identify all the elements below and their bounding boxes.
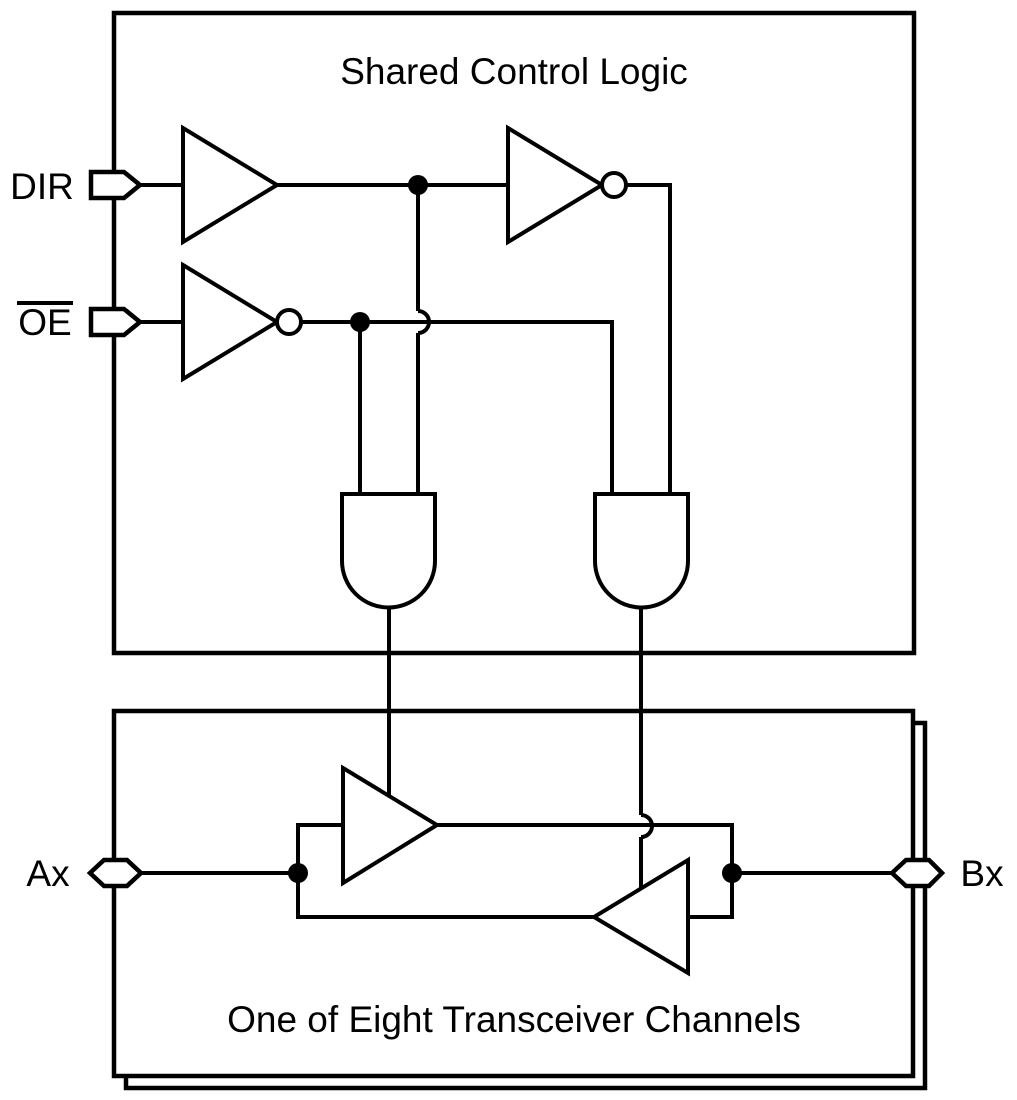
oe-inverter-bubble <box>275 308 303 336</box>
wires <box>140 183 892 919</box>
b-to-a-output-wire <box>296 873 595 919</box>
oe-enable-wire <box>301 320 614 496</box>
transceiver-channel-title: One of Eight Transceiver Channels <box>227 999 801 1040</box>
dir-label: DIR <box>10 166 74 207</box>
junction-dots <box>288 175 742 883</box>
b-to-a-tristate-buffer <box>590 856 690 977</box>
bx-label: Bx <box>960 853 1004 894</box>
oe-label: OE <box>18 302 71 343</box>
bx-pin <box>888 857 946 889</box>
oe-junction-dot <box>350 312 370 332</box>
dir-inverted-wire <box>626 183 672 496</box>
oe-pin <box>88 306 144 338</box>
bx-junction-dot <box>722 863 742 883</box>
dir-inverter-gate <box>506 124 606 246</box>
oe-inverter-gate <box>181 261 281 383</box>
dir-inverter-bubble <box>600 171 628 199</box>
dir-buffer-gate <box>181 124 281 246</box>
shared-control-title: Shared Control Logic <box>340 51 688 92</box>
ax-pin <box>86 857 145 889</box>
a-to-b-tristate-buffer <box>341 764 441 887</box>
and-gate-b-to-a <box>593 492 690 610</box>
a-to-b-output-wire <box>437 823 734 873</box>
bx-to-buffer-jog <box>688 873 734 919</box>
transceiver-channel-box <box>111 708 916 1079</box>
ax-label: Ax <box>26 853 70 894</box>
pins <box>86 169 946 889</box>
dir-junction-dot <box>408 175 428 195</box>
dir-pin <box>88 169 144 201</box>
ax-to-buffer-jog <box>296 823 345 873</box>
ax-junction-dot <box>288 863 308 883</box>
and-gate-a-to-b <box>340 492 437 610</box>
gates <box>181 124 690 977</box>
